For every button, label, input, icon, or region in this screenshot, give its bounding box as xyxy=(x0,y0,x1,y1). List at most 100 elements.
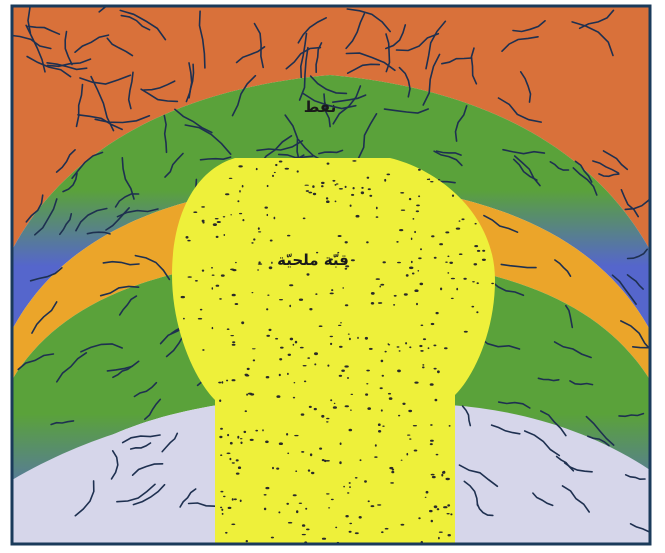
salt-grain xyxy=(420,283,424,286)
salt-grain xyxy=(306,529,310,531)
salt-grain xyxy=(330,399,332,401)
salt-grain xyxy=(220,428,223,430)
salt-grain xyxy=(230,269,234,271)
salt-grain xyxy=(341,370,345,372)
salt-grain xyxy=(304,381,306,383)
salt-grain xyxy=(227,453,231,455)
salt-grain xyxy=(232,294,236,297)
salt-grain xyxy=(258,227,260,230)
oil-label: نفط xyxy=(304,98,337,116)
salt-grain xyxy=(447,513,450,514)
salt-grain xyxy=(393,304,395,306)
salt-grain xyxy=(374,456,377,458)
salt-grain xyxy=(258,263,262,264)
salt-grain xyxy=(252,348,256,349)
salt-grain xyxy=(446,478,450,480)
salt-grain xyxy=(409,438,411,439)
salt-grain xyxy=(245,410,247,412)
salt-grain xyxy=(464,331,468,333)
salt-grain xyxy=(232,344,236,346)
salt-grain xyxy=(379,286,381,288)
salt-grain xyxy=(430,443,433,445)
salt-grain xyxy=(270,240,273,242)
salt-grain xyxy=(449,425,451,427)
salt-grain xyxy=(303,365,307,366)
salt-grain xyxy=(388,393,391,395)
salt-grain xyxy=(371,302,374,305)
salt-grain xyxy=(353,187,355,189)
salt-grain xyxy=(187,240,190,242)
salt-grain xyxy=(447,255,449,257)
salt-grain xyxy=(347,377,349,379)
salt-grain xyxy=(361,191,364,194)
salt-grain xyxy=(286,503,289,505)
salt-grain xyxy=(250,393,254,395)
salt-grain xyxy=(296,510,298,513)
salt-grain xyxy=(445,262,448,263)
salt-grain xyxy=(436,312,439,314)
salt-grain xyxy=(293,494,297,496)
salt-grain xyxy=(286,433,288,436)
salt-grain xyxy=(443,471,445,473)
salt-grain xyxy=(211,267,213,269)
salt-grain xyxy=(321,185,324,187)
salt-grain xyxy=(349,338,351,340)
salt-grain xyxy=(390,482,394,484)
salt-grain xyxy=(411,261,413,263)
salt-grain xyxy=(312,185,314,188)
salt-grain xyxy=(236,473,240,475)
salt-grain xyxy=(255,430,258,432)
salt-grain xyxy=(472,281,475,282)
salt-grain xyxy=(423,338,426,340)
salt-grain xyxy=(228,507,232,509)
salt-grain xyxy=(366,241,369,243)
salt-grain xyxy=(202,220,205,223)
salt-grain xyxy=(223,496,226,497)
salt-grain xyxy=(237,436,239,439)
salt-grain xyxy=(431,520,433,523)
salt-grain xyxy=(406,453,408,456)
salt-grain xyxy=(202,270,204,272)
salt-grain xyxy=(351,194,354,196)
salt-grain xyxy=(345,304,348,306)
salt-grain xyxy=(321,182,325,184)
salt-grain xyxy=(265,487,269,489)
salt-grain xyxy=(240,438,243,439)
salt-grain xyxy=(439,532,443,533)
salt-grain xyxy=(434,257,437,259)
salt-grain xyxy=(389,467,393,469)
salt-grain xyxy=(294,382,296,383)
salt-grain xyxy=(215,218,219,219)
salt-grain xyxy=(394,295,397,297)
salt-grain xyxy=(451,298,454,299)
salt-grain xyxy=(381,409,383,411)
salt-grain xyxy=(482,259,486,261)
salt-grain xyxy=(414,450,418,452)
salt-grain xyxy=(309,406,312,408)
salt-grain xyxy=(288,354,291,356)
salt-grain xyxy=(321,415,324,418)
salt-grain xyxy=(326,197,328,199)
salt-grain xyxy=(391,471,394,473)
salt-grain xyxy=(369,195,372,197)
salt-grain xyxy=(234,498,237,500)
salt-grain xyxy=(252,292,254,293)
salt-dome xyxy=(172,158,495,544)
salt-grain xyxy=(338,325,341,326)
salt-grain xyxy=(230,442,233,445)
salt-grain xyxy=(382,426,384,427)
salt-grain xyxy=(414,382,418,384)
salt-grain xyxy=(431,323,435,325)
salt-grain xyxy=(279,358,282,360)
salt-grain xyxy=(413,425,417,426)
salt-grain xyxy=(414,231,416,233)
salt-grain xyxy=(235,303,239,305)
salt-grain xyxy=(406,274,409,277)
salt-grain xyxy=(244,431,247,433)
salt-grain xyxy=(301,451,304,453)
salt-grain xyxy=(345,515,348,517)
salt-grain xyxy=(371,505,375,507)
salt-grain xyxy=(376,278,380,280)
salt-grain xyxy=(246,394,248,396)
salt-grain xyxy=(279,374,281,376)
